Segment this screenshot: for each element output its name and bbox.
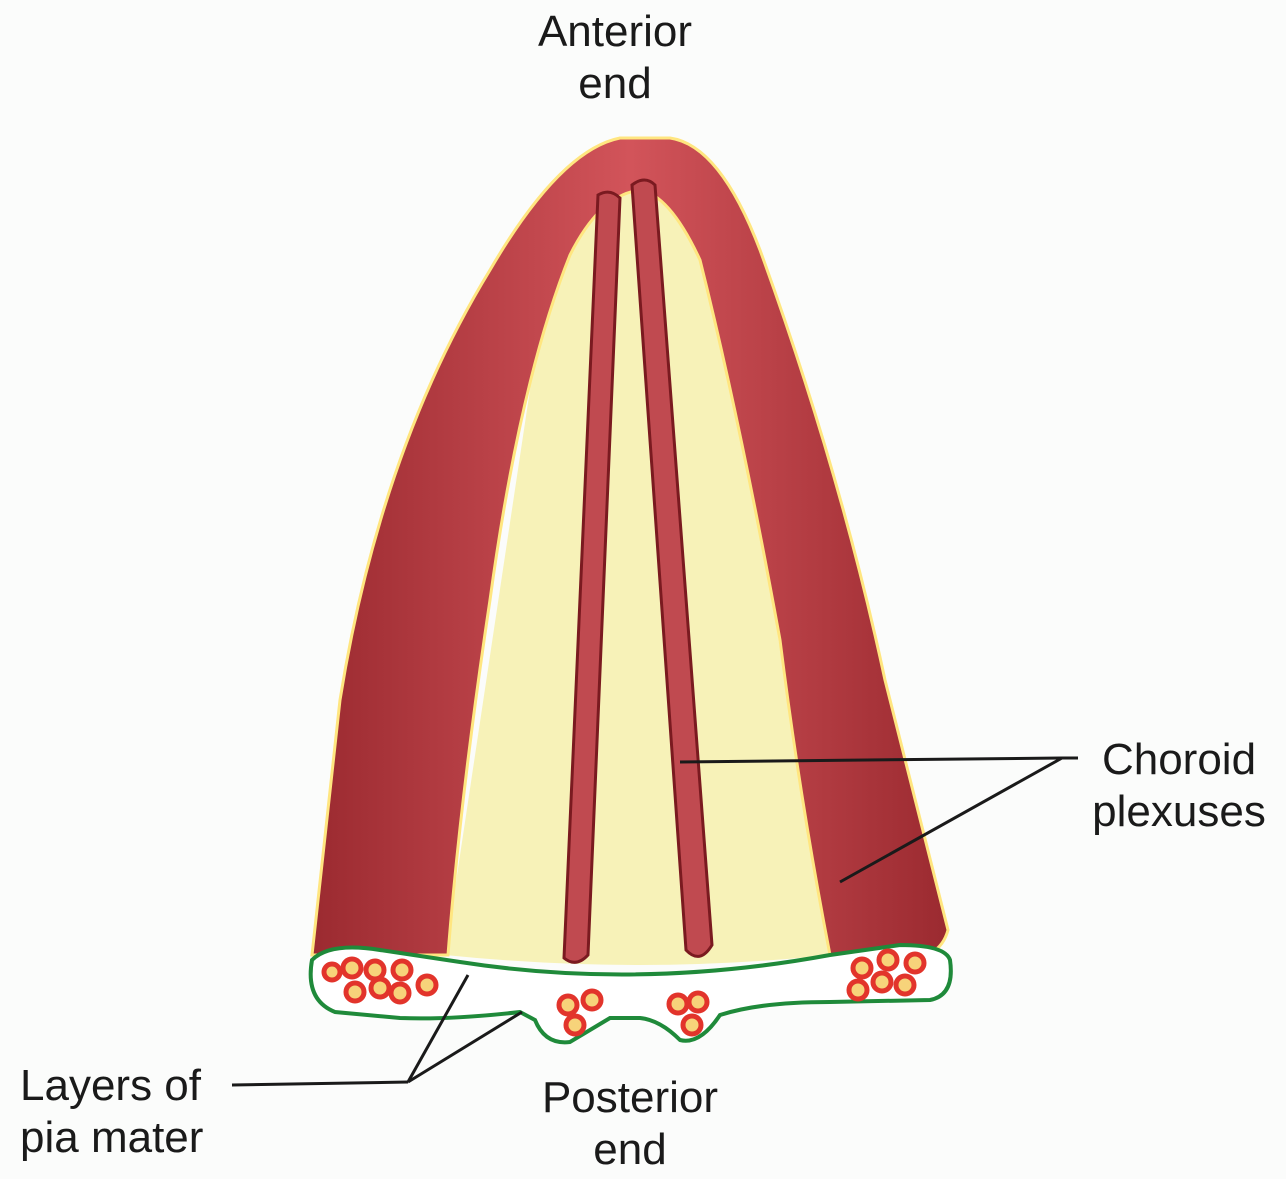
posterior-line2: end (510, 1124, 750, 1176)
posterior-end-label: Posterior end (510, 1072, 750, 1176)
anterior-end-label: Anterior end (505, 6, 725, 110)
posterior-line1: Posterior (510, 1072, 750, 1124)
choroid-plexuses-label: Choroid plexuses (1074, 734, 1284, 838)
pia-line2: pia mater (20, 1112, 240, 1164)
choroid-line2: plexuses (1074, 786, 1284, 838)
pia-line1: Layers of (20, 1060, 240, 1112)
choroid-line1: Choroid (1074, 734, 1284, 786)
anterior-line1: Anterior (505, 6, 725, 58)
pia-mater-label: Layers of pia mater (20, 1060, 240, 1164)
anterior-line2: end (505, 58, 725, 110)
